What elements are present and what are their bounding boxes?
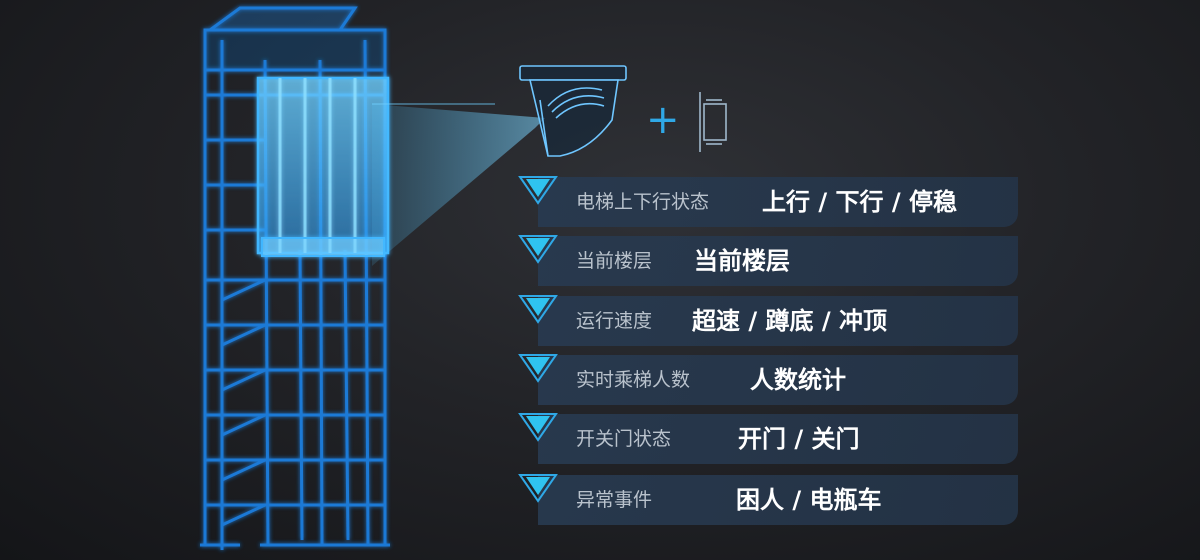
info-row-passengers: 实时乘梯人数 人数统计 xyxy=(518,354,1018,405)
row-value: 困人 / 电瓶车 xyxy=(736,486,882,514)
row-label: 实时乘梯人数 xyxy=(576,369,691,391)
info-row-speed: 运行速度 超速 / 蹲底 / 冲顶 xyxy=(518,295,1018,346)
row-label: 异常事件 xyxy=(576,489,653,511)
row-label: 运行速度 xyxy=(576,310,653,332)
info-row-abnormal: 异常事件 困人 / 电瓶车 xyxy=(518,474,1018,525)
cyan-triangle-icon xyxy=(518,413,558,442)
plus-symbol: + xyxy=(646,97,680,143)
cyan-triangle-icon xyxy=(518,235,558,264)
dome-camera-icon xyxy=(519,65,627,157)
row-value: 开门 / 关门 xyxy=(738,425,860,453)
cyan-triangle-icon xyxy=(518,176,558,205)
row-label: 开关门状态 xyxy=(576,428,672,450)
row-value: 当前楼层 xyxy=(694,247,790,275)
row-label: 当前楼层 xyxy=(576,250,653,272)
row-label: 电梯上下行状态 xyxy=(576,191,710,213)
info-row-floor: 当前楼层 当前楼层 xyxy=(518,235,1018,286)
cyan-triangle-icon xyxy=(518,354,558,383)
row-value: 人数统计 xyxy=(750,366,846,394)
cyan-triangle-icon xyxy=(518,295,558,324)
camera-view-cone xyxy=(372,104,545,266)
row-value: 上行 / 下行 / 停稳 xyxy=(762,188,957,216)
elevator-car xyxy=(256,76,390,257)
cyan-triangle-icon xyxy=(518,474,558,503)
info-row-direction: 电梯上下行状态 上行 / 下行 / 停稳 xyxy=(518,176,1018,227)
row-value: 超速 / 蹲底 / 冲顶 xyxy=(692,307,887,335)
info-row-door: 开关门状态 开门 / 关门 xyxy=(518,413,1018,464)
bracket-device-icon xyxy=(699,92,727,152)
